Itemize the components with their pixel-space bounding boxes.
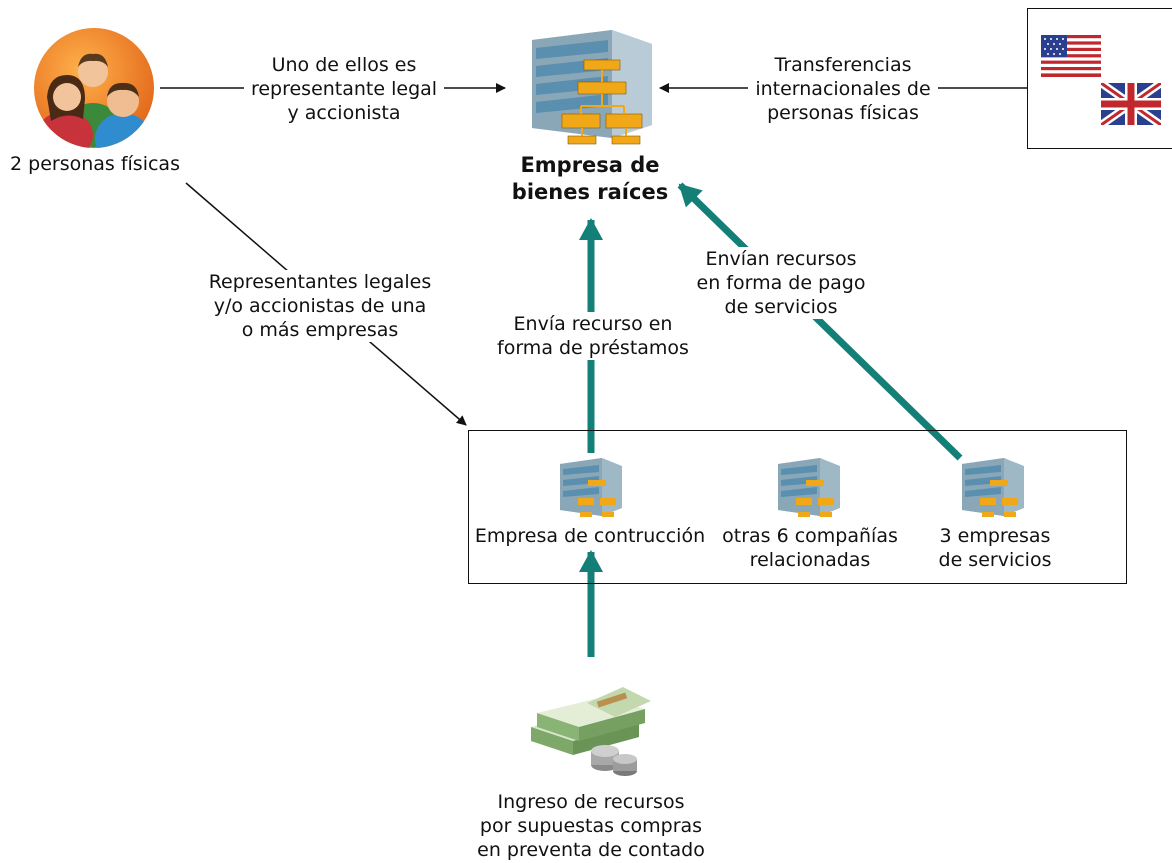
usa-flag-icon — [1041, 35, 1101, 77]
office-building-icon — [958, 458, 1028, 522]
edge-label-loan: Envía recurso en forma de préstamos — [495, 312, 691, 360]
uk-flag-icon — [1098, 79, 1164, 129]
office-building-icon — [522, 30, 657, 150]
edge-label-legal-rep: Uno de ellos es representante legal y ac… — [244, 53, 444, 125]
realestate-title: Empresa de bienes raíces — [511, 153, 669, 204]
flags-box — [1027, 8, 1172, 149]
office-building-icon — [556, 458, 626, 522]
edge-label-legal-reps-companies: Representantes legales y/o accionistas d… — [200, 270, 440, 342]
arrow-service-payment — [677, 182, 963, 461]
company-label-services: 3 empresas de servicios — [938, 525, 1052, 571]
people-icon — [33, 27, 155, 149]
cash-money-icon — [527, 683, 655, 779]
cash-label: Ingreso de recursos por supuestas compra… — [477, 791, 705, 861]
companies-box — [468, 430, 1127, 584]
persons-label: 2 personas físicas — [10, 153, 180, 175]
company-label-construction: Empresa de contrucción — [474, 525, 706, 547]
edge-label-service-payment: Envían recursos en forma de pago de serv… — [686, 247, 876, 319]
office-building-icon — [774, 458, 844, 522]
company-label-related: otras 6 compañías relacionadas — [722, 525, 898, 571]
edge-label-intl-transfers: Transferencias internacionales de person… — [748, 53, 938, 125]
